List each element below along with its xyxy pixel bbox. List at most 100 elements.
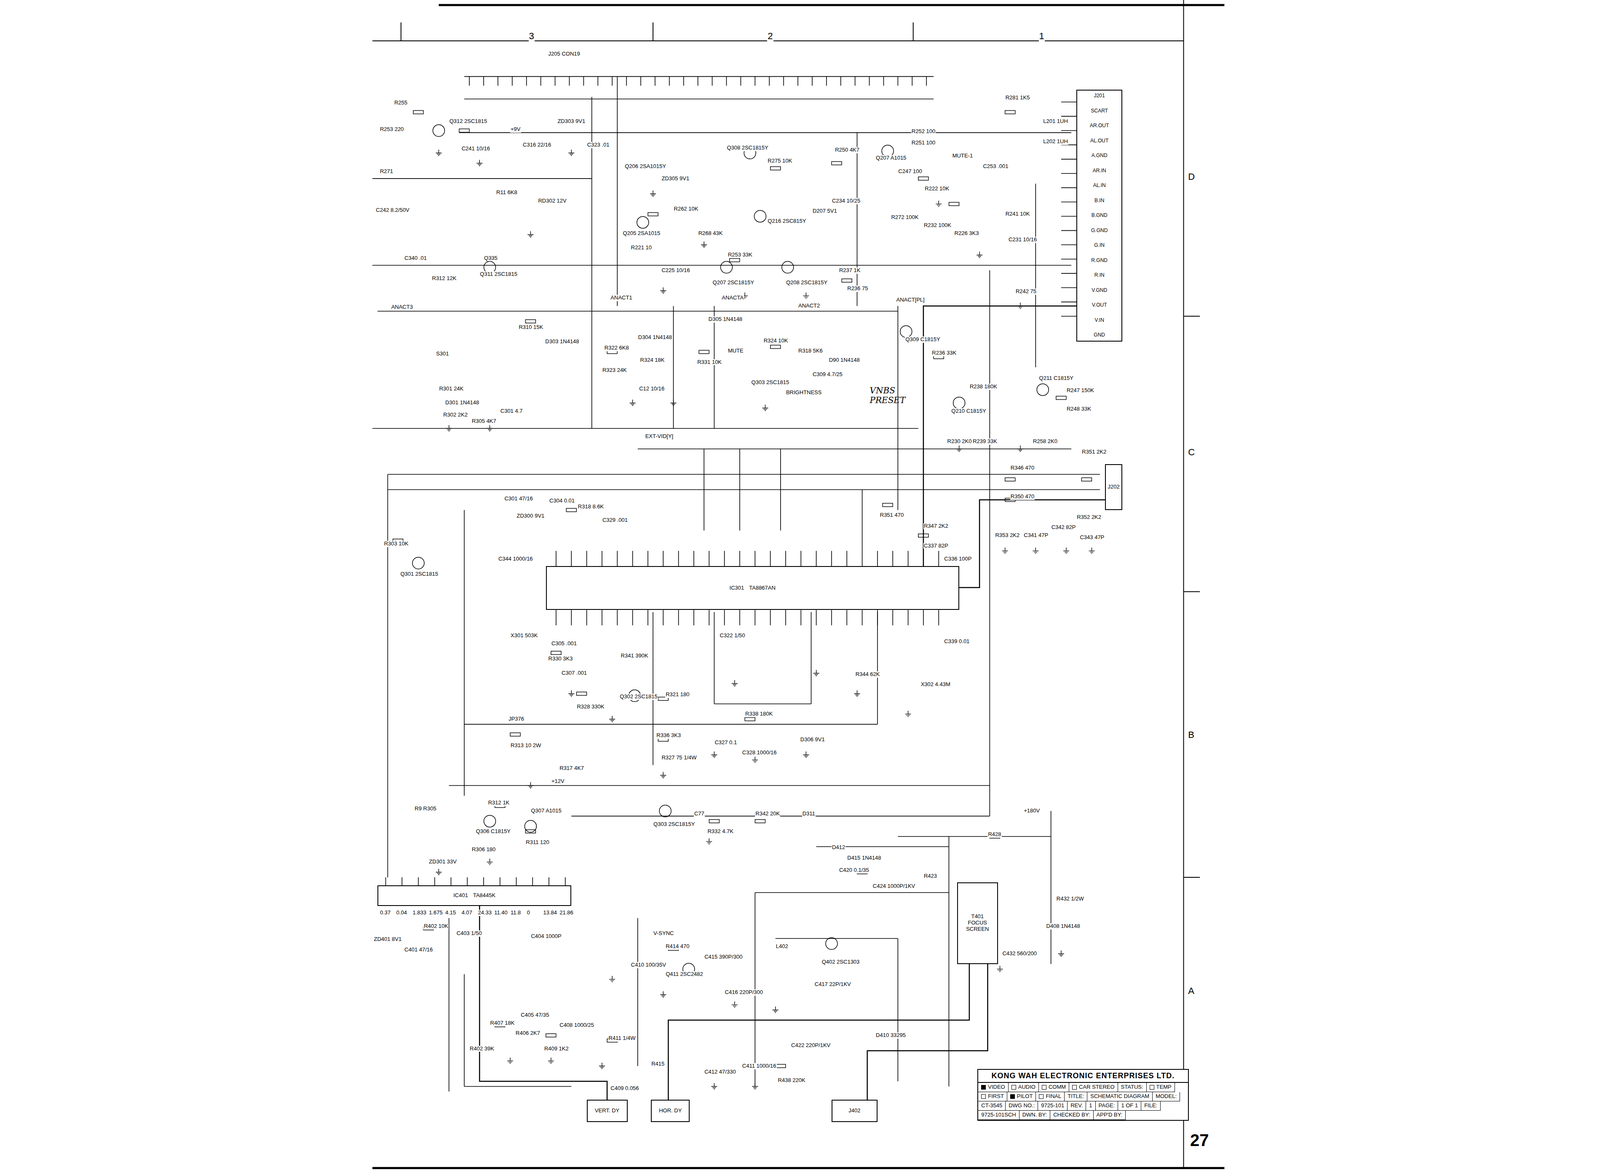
part-label: C328 1000/16 (741, 749, 778, 757)
wire (377, 310, 898, 312)
title-block-cell: AUDIO (1008, 1083, 1039, 1093)
wire (434, 877, 436, 886)
wire (861, 489, 863, 552)
ground-symbol (1088, 547, 1095, 554)
part-label: R250 4K7 (834, 147, 860, 154)
part-label: D305 1N4148 (708, 316, 743, 323)
part-label: X302 4.43M (920, 681, 951, 688)
node-text: R.IN (1094, 272, 1105, 279)
part-label: Q307 A1015 (530, 808, 562, 815)
transistor-symbol (636, 216, 649, 229)
wire (1061, 287, 1077, 289)
part-label: R312 12K (431, 275, 458, 282)
wire (877, 610, 878, 626)
wire (464, 76, 934, 78)
part-label: Q207 2SC1815Y (712, 279, 755, 287)
wire (856, 132, 858, 307)
resistor-symbol (882, 503, 893, 507)
ground-symbol (905, 710, 912, 717)
part-label: R414 470 (665, 943, 690, 950)
node-text: TA8867AN (749, 585, 776, 592)
transistor-symbol (659, 805, 672, 817)
part-label: C231 10/16 (1008, 236, 1038, 244)
part-label: R303 10K (383, 540, 410, 548)
part-label: R241 10K (1005, 211, 1031, 218)
part-label: C432 560/200 (1001, 950, 1038, 958)
part-label: R342 20K (754, 810, 781, 818)
part-label: R327 75 1/4W (660, 754, 697, 762)
node-text: AL.OUT (1090, 138, 1109, 145)
node-text: J202 (1107, 484, 1120, 491)
wire (483, 76, 485, 86)
wire (526, 76, 528, 86)
part-label: R346 470 (1010, 465, 1035, 472)
part-label: D408 1N4148 (1046, 923, 1081, 930)
part-label: R306 180 (471, 846, 496, 854)
part-label: C409 0.056 (610, 1085, 640, 1092)
ground-symbol (772, 1006, 779, 1013)
part-label: C316 22/16 (522, 141, 552, 149)
part-label: C416 220P/300 (724, 989, 764, 996)
wire (554, 76, 556, 86)
wire (883, 76, 885, 86)
wire (1061, 216, 1077, 217)
part-label: Q205 2SA1015 (622, 230, 661, 237)
part-label: R311 120 (525, 839, 550, 846)
part-label: C329 .001 (602, 517, 629, 524)
title-block-cell: DWG NO.: (1005, 1101, 1039, 1111)
part-label: D311 (802, 810, 816, 818)
wire (854, 76, 856, 86)
wire (401, 877, 403, 886)
node-text: VERT. DY (594, 1107, 620, 1115)
wire (739, 551, 741, 567)
part-label: R352 2K2 (1076, 514, 1102, 521)
title-block-cell: TEMP (1146, 1083, 1175, 1093)
part-label: R328 330K (576, 703, 605, 711)
part-label: R236 75 (846, 285, 869, 292)
part-label: C301 4.7 (500, 408, 524, 415)
title-block-cell: VIDEO (978, 1083, 1009, 1093)
wire (468, 76, 470, 86)
part-label: C301 47/16 (503, 495, 533, 503)
part-label: 0 (526, 909, 531, 917)
title-block-cell: 9725-101SCH (978, 1110, 1020, 1121)
wire (877, 551, 878, 567)
part-label: R9 R305 (414, 805, 437, 813)
node-text: B.GND (1091, 212, 1108, 219)
part-label: 11.8 (510, 909, 522, 917)
wire (785, 610, 787, 626)
wire (714, 703, 811, 705)
ground-symbol (997, 965, 1004, 972)
ground-symbol (706, 838, 712, 845)
part-label: R407 18K (489, 1020, 516, 1027)
ground-symbol (486, 858, 493, 865)
part-label: R350 470 (1010, 493, 1035, 501)
title-block-cell: CAR STEREO (1069, 1083, 1119, 1093)
wire (800, 610, 802, 626)
resistor-symbol (545, 1033, 557, 1038)
wire (703, 449, 705, 531)
node-text: IC401 (453, 892, 469, 899)
part-label: R351 470 (879, 512, 905, 519)
title-block-cell: FILE: (1141, 1101, 1161, 1111)
part-label: R253 33K (727, 251, 753, 259)
ground-symbol (731, 680, 738, 687)
part-label: R221 10 (630, 244, 653, 252)
part-label: C241 10/16 (461, 145, 491, 153)
part-label: R258 2K0 (1032, 438, 1058, 445)
wire (770, 551, 771, 567)
grid-marker: 3 (528, 30, 535, 42)
part-label: C343 47P (1079, 534, 1105, 541)
resistor-symbol (949, 202, 960, 206)
wire (464, 98, 934, 100)
resistor-symbol (1081, 477, 1092, 482)
node-text: IC301 (729, 585, 745, 592)
wire (770, 610, 771, 626)
part-label: R312 1K (487, 800, 511, 807)
part-label: R332 4.7K (706, 828, 734, 835)
part-label: R310 15K (518, 324, 544, 331)
wire (601, 551, 603, 567)
ground-symbol (435, 149, 442, 156)
resistor-symbol (576, 692, 587, 696)
part-label: C309 4.7/25 (812, 371, 843, 378)
